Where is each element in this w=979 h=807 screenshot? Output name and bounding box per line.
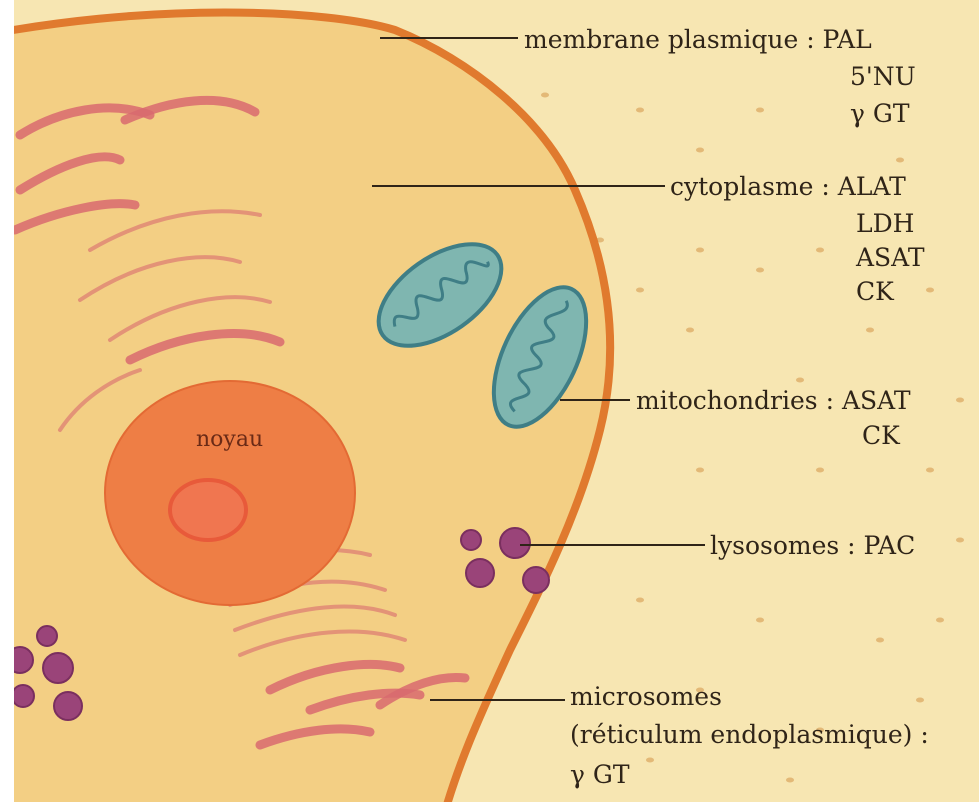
lysosomes-label-1: lysosomes : PAC [710, 531, 915, 560]
mitochondries-label-2: CK [862, 421, 901, 450]
lysosome [523, 567, 549, 593]
speckle [636, 598, 644, 603]
cytoplasme-label-4: CK [856, 277, 895, 306]
speckle [796, 378, 804, 383]
speckle [686, 328, 694, 333]
speckle [896, 158, 904, 163]
microsomes-label-2: (réticulum endoplasmique) : [570, 720, 929, 749]
cytoplasme-label-2: LDH [856, 209, 914, 238]
microsomes-label-3: γ GT [570, 760, 630, 789]
speckle [786, 778, 794, 783]
lysosome [500, 528, 530, 558]
speckle [926, 468, 934, 473]
speckle [636, 108, 644, 113]
speckle [696, 148, 704, 153]
lysosome [37, 626, 57, 646]
speckle [756, 268, 764, 273]
speckle [956, 398, 964, 403]
speckle [756, 108, 764, 113]
speckle [926, 288, 934, 293]
speckle [816, 248, 824, 253]
speckle [956, 538, 964, 543]
lysosome [7, 647, 33, 673]
microsomes-label-1: microsomes [570, 682, 722, 711]
membrane-label-1: membrane plasmique : PAL [524, 25, 872, 54]
speckle [866, 328, 874, 333]
lysosome [12, 685, 34, 707]
speckle [756, 618, 764, 623]
speckle [696, 468, 704, 473]
speckle [636, 288, 644, 293]
speckle [541, 93, 549, 98]
cytoplasme-label-3: ASAT [855, 243, 925, 272]
lysosome [54, 692, 82, 720]
mitochondries-label-1: mitochondries : ASAT [636, 386, 911, 415]
lysosome [466, 559, 494, 587]
speckle [916, 698, 924, 703]
speckle [646, 758, 654, 763]
lysosome [461, 530, 481, 550]
membrane-label-2: 5'NU [850, 62, 916, 91]
speckle [936, 618, 944, 623]
nucleolus [170, 480, 246, 540]
speckle [696, 248, 704, 253]
speckle [876, 638, 884, 643]
membrane-label-3: γ GT [850, 99, 910, 128]
speckle [816, 468, 824, 473]
cytoplasme-label-1: cytoplasme : ALAT [670, 172, 906, 201]
lysosome [43, 653, 73, 683]
nucleus-label: noyau [196, 427, 263, 452]
